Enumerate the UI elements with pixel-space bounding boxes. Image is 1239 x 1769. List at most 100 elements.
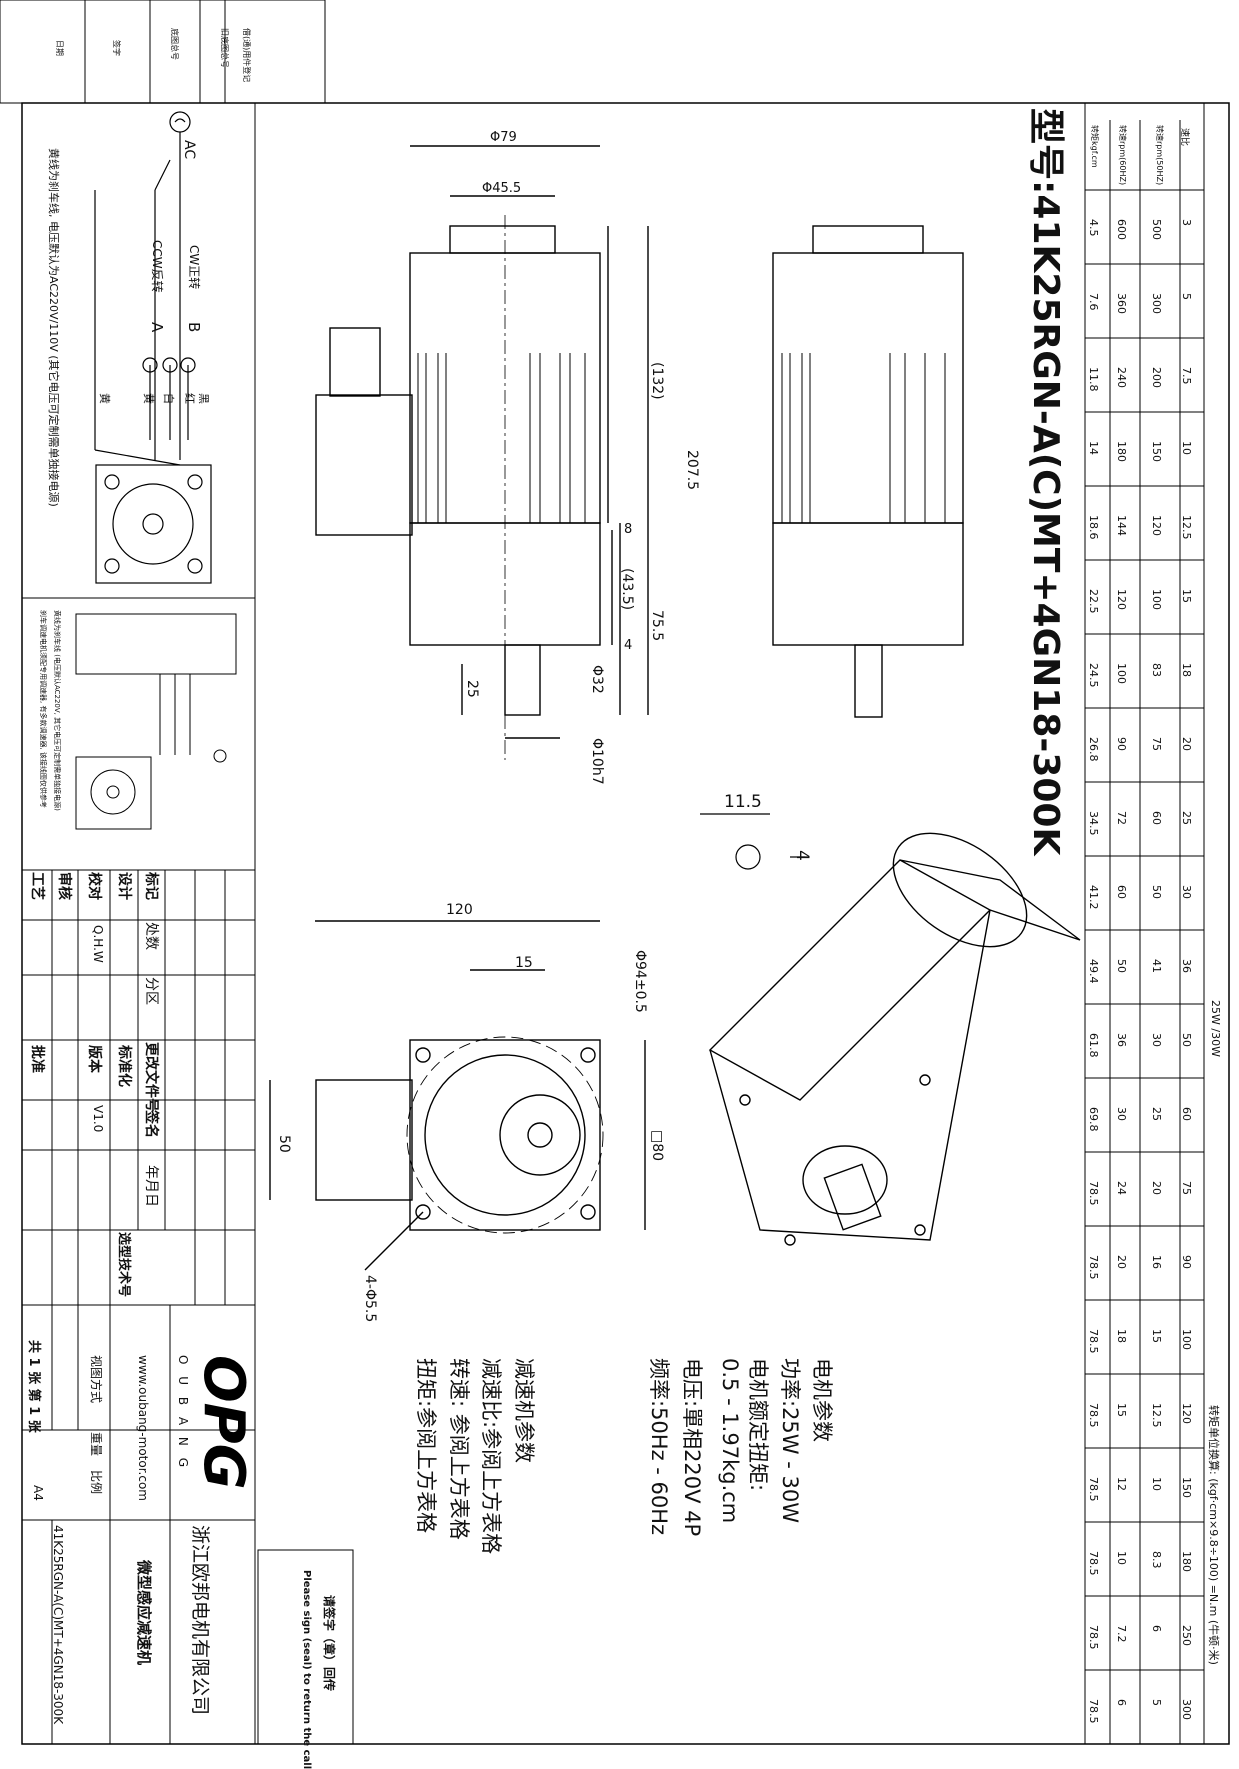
dim-11-5: 11.5: [724, 792, 762, 812]
spec-cell-rpm50: 30: [1150, 1033, 1163, 1047]
dim-43: (43.5): [619, 568, 635, 611]
spec-cell-ratio: 36: [1180, 959, 1193, 973]
spec-cell-rpm60: 50: [1115, 959, 1128, 973]
spec-cell-rpm60: 30: [1115, 1107, 1128, 1121]
spec-cell-rpm50: 75: [1150, 737, 1163, 751]
spec-cell-ratio: 250: [1180, 1625, 1193, 1646]
spec-cell-rpm60: 10: [1115, 1551, 1128, 1565]
side-strip-label: 借(通)用件登记: [242, 28, 251, 83]
row-process: 工艺: [29, 872, 45, 900]
spec-cell-torque: 41.2: [1087, 885, 1100, 910]
motor-params-header: 电机参数: [810, 1358, 834, 1442]
spec-cell-torque: 24.5: [1087, 663, 1100, 688]
dim-pcd: Φ94±0.5: [632, 950, 648, 1013]
dim-50: 50: [276, 1135, 292, 1153]
wiring-yellow-label: 黄: [98, 393, 111, 404]
row-review: 审核: [56, 872, 72, 900]
rev-col-zone: 分区: [143, 977, 159, 1005]
model-title: 型号:41K25RGN-A(C)MT+4GN18-300K: [1025, 108, 1066, 856]
spec-cell-rpm60: 7.2: [1115, 1625, 1128, 1643]
opg-logo-text: OPG: [191, 1355, 256, 1490]
spec-cell-rpm50: 300: [1150, 293, 1163, 314]
spec-cell-ratio: 7.5: [1180, 367, 1193, 385]
spec-cell-torque: 61.8: [1087, 1033, 1100, 1058]
gearbox-ratio: 减速比:参阅上方表格: [479, 1358, 503, 1555]
spec-row-label: 转速rpm(50HZ): [1155, 125, 1164, 186]
spec-cell-ratio: 60: [1180, 1107, 1193, 1121]
dim-120: 120: [446, 902, 473, 918]
speed-control-note-2: 刹车调速电机须配专用调速器, 有多款调速器, 该接线图仅供参考: [39, 610, 47, 808]
company-name: 浙江欧邦电机有限公司: [189, 1525, 211, 1716]
scale-label: 比例: [89, 1470, 103, 1495]
side-strip-box: [0, 0, 326, 104]
spec-cell-torque: 34.5: [1087, 811, 1100, 836]
rev-col-mark: 标记: [143, 872, 159, 900]
spec-cell-rpm50: 5: [1150, 1699, 1163, 1706]
unit-conversion: 转矩单位换算: (kgf·cm×9.8÷100) =N.m (牛顿·米): [1207, 1405, 1220, 1665]
spec-row-label: 转矩kgf.cm: [1090, 125, 1099, 168]
spec-cell-ratio: 20: [1180, 737, 1193, 751]
wiring-ac-label: AC: [181, 140, 197, 160]
dim-sq80: □80: [649, 1130, 665, 1162]
spec-cell-ratio: 10: [1180, 441, 1193, 455]
brand-sub: O U B A N G: [176, 1355, 190, 1472]
dim-207: 207.5: [684, 450, 700, 491]
wiring-cw-label: CW正转: [187, 245, 201, 290]
side-strip-label: 底图总号: [170, 28, 179, 60]
spec-cell-rpm50: 8.3: [1150, 1551, 1163, 1569]
sign-return-en: Please sign (seal) to return the call: [301, 1570, 312, 1769]
spec-cell-rpm60: 90: [1115, 737, 1128, 751]
spec-cell-rpm50: 12.5: [1150, 1403, 1163, 1428]
spec-cell-ratio: 18: [1180, 663, 1193, 677]
spec-cell-rpm50: 10: [1150, 1477, 1163, 1491]
spec-cell-torque: 4.5: [1087, 219, 1100, 237]
spec-row-label: 转速rpm(60HZ): [1118, 125, 1127, 186]
spec-cell-rpm60: 20: [1115, 1255, 1128, 1269]
selection-no: 选型技术号: [116, 1232, 131, 1298]
gearbox-end-view: [269, 920, 646, 1271]
rev-col-date: 年月日: [143, 1165, 159, 1207]
spec-cell-rpm60: 24: [1115, 1181, 1128, 1195]
shaft-key-detail: [700, 813, 805, 870]
checker-name: Q.H.W: [91, 925, 105, 963]
spec-cell-torque: 69.8: [1087, 1107, 1100, 1132]
motor-front-side-view: [772, 225, 964, 718]
spec-cell-torque: 78.5: [1087, 1477, 1100, 1502]
spec-cell-rpm60: 120: [1115, 589, 1128, 610]
motor-torque-label: 电机额定扭矩:: [746, 1358, 770, 1492]
spec-cell-torque: 78.5: [1087, 1329, 1100, 1354]
motor-isometric-view: [708, 832, 1081, 1246]
spec-cell-torque: 18.6: [1087, 515, 1100, 540]
wiring-a-label: A: [148, 322, 166, 333]
speed-control-note: 黄线为刹车线 (电压默认AC220V, 其它电压可定制需单独接电源): [53, 610, 61, 811]
dim-75: 75.5: [649, 610, 665, 642]
paper-size: A4: [31, 1485, 45, 1501]
spec-cell-rpm50: 83: [1150, 663, 1163, 677]
wiring-ccw-label: CCW反转: [150, 240, 164, 293]
motor-side-view: [315, 145, 649, 760]
spec-cell-ratio: 300: [1180, 1699, 1193, 1720]
spec-cell-torque: 78.5: [1087, 1551, 1100, 1576]
wiring-b-label: B: [185, 322, 203, 333]
dim-d79: Φ79: [490, 130, 517, 145]
spec-cell-rpm50: 15: [1150, 1329, 1163, 1343]
spec-cell-rpm50: 16: [1150, 1255, 1163, 1269]
motor-voltage: 电压:單相220V 4P: [680, 1358, 704, 1537]
wiring-diagram: [94, 111, 212, 584]
spec-cell-rpm50: 41: [1150, 959, 1163, 973]
opg-logo: OPG: [191, 1355, 256, 1490]
sign-return-cn: 请签字（章）回传: [322, 1595, 336, 1692]
spec-cell-ratio: 50: [1180, 1033, 1193, 1047]
spec-cell-ratio: 120: [1180, 1403, 1193, 1424]
row-design: 设计: [116, 872, 132, 900]
gearbox-torque: 扭矩:参阅上方表格: [414, 1358, 438, 1534]
spec-cell-ratio: 5: [1180, 293, 1193, 300]
spec-cell-ratio: 150: [1180, 1477, 1193, 1498]
gearbox-speed: 转速: 参阅上方表格: [447, 1358, 471, 1540]
dim-15: 15: [515, 955, 533, 971]
brand-website: www.oubang-motor.com: [136, 1355, 150, 1501]
spec-cell-rpm60: 6: [1115, 1699, 1128, 1706]
spec-cell-torque: 49.4: [1087, 959, 1100, 984]
spec-cell-rpm50: 20: [1150, 1181, 1163, 1195]
dim-d45: Φ45.5: [482, 181, 522, 196]
